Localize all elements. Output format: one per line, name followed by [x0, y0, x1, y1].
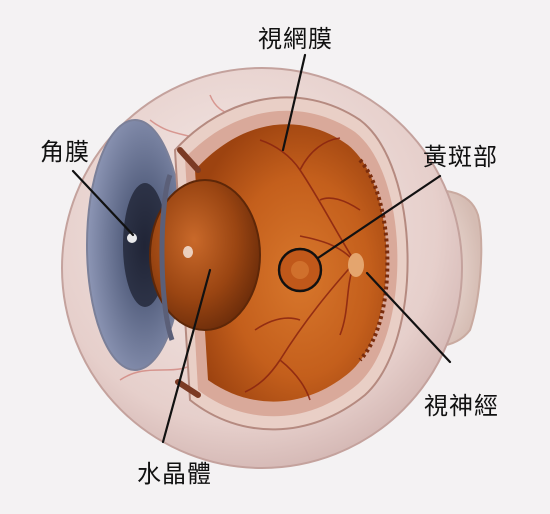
label-macula: 黃斑部	[423, 145, 498, 169]
label-cornea: 角膜	[40, 140, 90, 164]
label-retina: 視網膜	[258, 27, 333, 51]
label-optic-nerve: 視神經	[424, 394, 499, 418]
label-lens: 水晶體	[137, 462, 212, 486]
